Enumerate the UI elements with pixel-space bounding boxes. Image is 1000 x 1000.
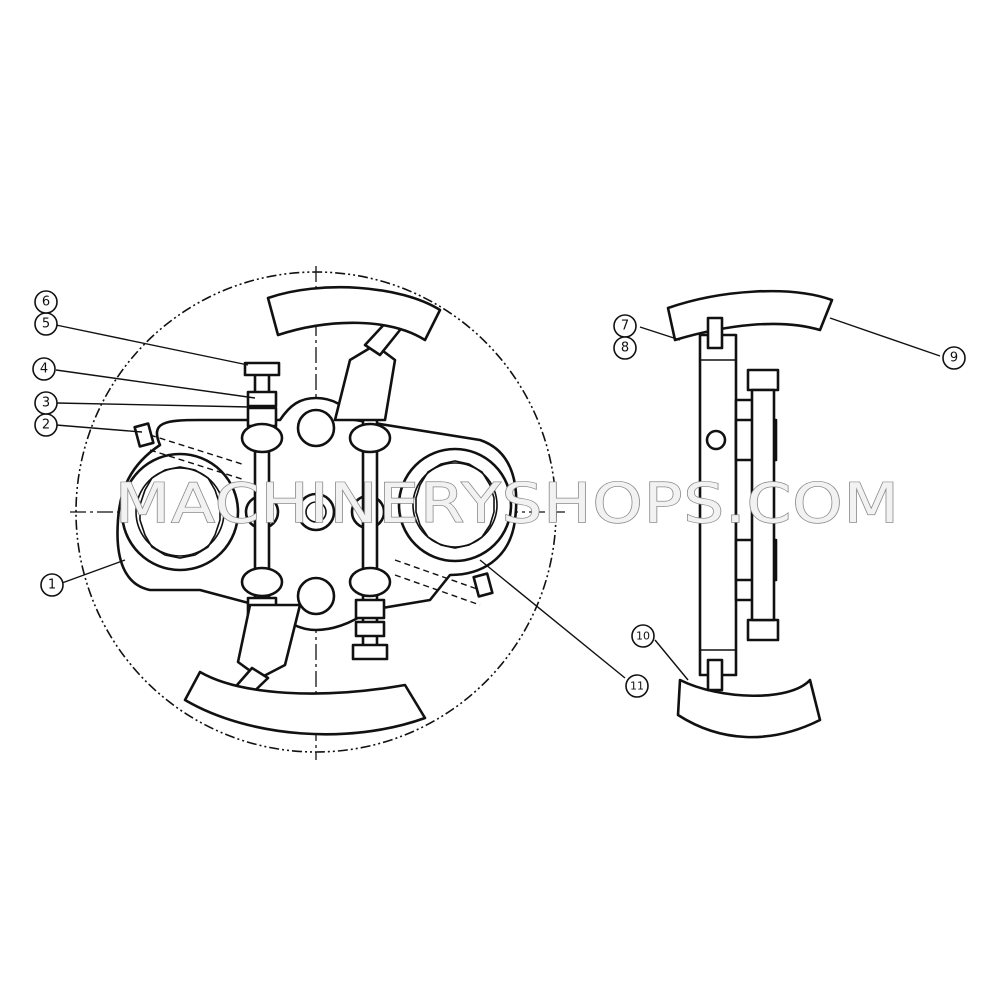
- callout-7: 7: [613, 314, 637, 338]
- callout-11: 11: [625, 674, 649, 698]
- callout-4: 4: [32, 357, 56, 381]
- callout-2: 2: [34, 413, 58, 437]
- callout-8: 8: [613, 336, 637, 360]
- right-studs: [348, 368, 392, 661]
- bottom-shoe: [183, 670, 427, 736]
- watermark: MACHINERYSHOPS.COM: [115, 472, 900, 535]
- top-shoe: [266, 285, 442, 342]
- callout-8-label: 8: [621, 341, 629, 356]
- side-view: [666, 289, 834, 739]
- callout-1: 1: [40, 573, 64, 597]
- callout-5-label: 5: [42, 317, 50, 332]
- callout-6-label: 6: [42, 295, 50, 310]
- callout-2-label: 2: [42, 418, 50, 433]
- callout-5: 5: [34, 312, 58, 336]
- front-view: [70, 266, 565, 760]
- left-studs: [240, 361, 284, 657]
- callout-10-label: 10: [636, 630, 650, 643]
- callout-1-label: 1: [48, 578, 56, 593]
- callout-11-label: 11: [630, 680, 644, 693]
- leader-lines: [55, 317, 941, 681]
- callout-6: 6: [34, 290, 58, 314]
- callout-3: 3: [34, 391, 58, 415]
- right-bore: [397, 447, 513, 563]
- side-bottom-shoe: [676, 678, 822, 739]
- callout-4-label: 4: [40, 362, 48, 377]
- left-bore: [120, 452, 240, 572]
- callout-7-label: 7: [621, 319, 629, 334]
- callout-9-label: 9: [950, 351, 958, 366]
- callout-9: 9: [942, 346, 966, 370]
- side-top-shoe: [666, 289, 834, 342]
- callout-3-label: 3: [42, 396, 50, 411]
- callout-10: 10: [631, 624, 655, 648]
